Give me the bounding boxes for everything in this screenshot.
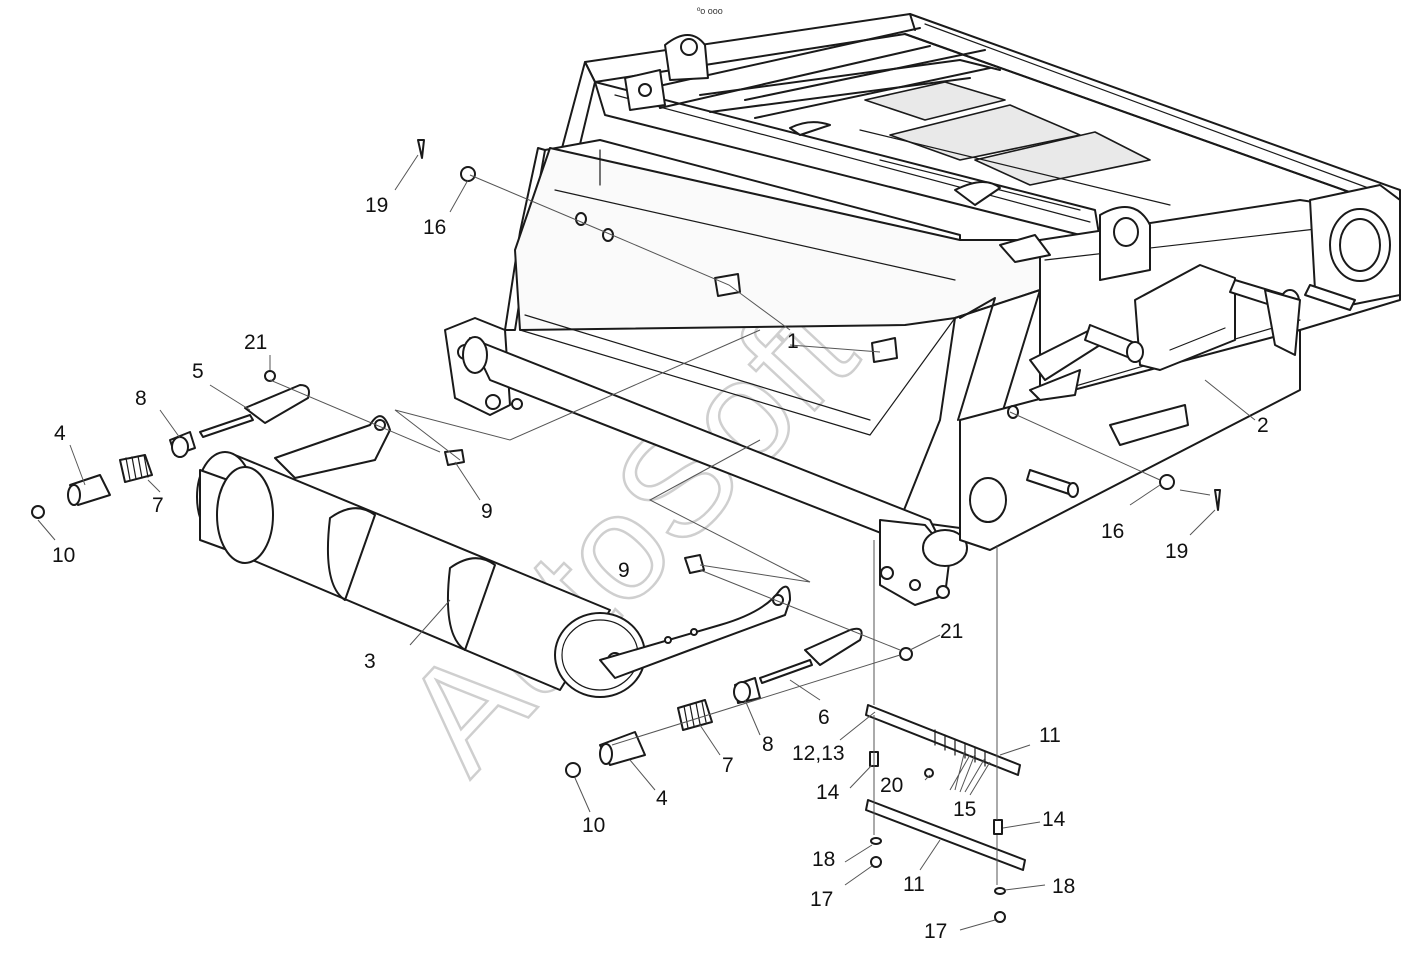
callout-17-right: 17 bbox=[924, 920, 947, 943]
callout-9-left: 9 bbox=[481, 500, 493, 523]
leader-lines bbox=[37, 154, 1256, 931]
callout-15: 15 bbox=[953, 798, 976, 821]
main-frame bbox=[444, 13, 1401, 606]
roller-arms bbox=[274, 415, 791, 679]
callout-20: 20 bbox=[880, 774, 903, 797]
callout-8-right: 8 bbox=[762, 733, 774, 756]
callout-16-left: 16 bbox=[423, 216, 446, 239]
callout-16-right: 16 bbox=[1101, 520, 1124, 543]
callout-8-left: 8 bbox=[135, 387, 147, 410]
callout-18-right: 18 bbox=[1052, 875, 1075, 898]
callout-5: 5 bbox=[192, 360, 204, 383]
callout-19-right: 19 bbox=[1165, 540, 1188, 563]
callout-11-bottom: 11 bbox=[903, 873, 925, 896]
callout-21-left: 21 bbox=[244, 331, 267, 354]
top-left-fasteners bbox=[417, 139, 1221, 511]
spring-assembly-right bbox=[565, 554, 913, 778]
callout-6: 6 bbox=[818, 706, 830, 729]
top-marker: ºo ooo bbox=[697, 6, 723, 16]
callout-14-right: 14 bbox=[1042, 808, 1066, 831]
callout-21-right: 21 bbox=[940, 620, 963, 643]
callout-4-right: 4 bbox=[656, 787, 668, 810]
callout-1: 1 bbox=[787, 330, 799, 353]
callout-2: 2 bbox=[1257, 414, 1269, 437]
callout-14-left: 14 bbox=[816, 781, 840, 804]
callout-19-left: 19 bbox=[365, 194, 388, 217]
callout-18-left: 18 bbox=[812, 848, 835, 871]
callout-7-left: 7 bbox=[152, 494, 164, 517]
callout-11-top: 11 bbox=[1039, 724, 1061, 747]
callout-4-left: 4 bbox=[54, 422, 66, 445]
callout-10-right: 10 bbox=[582, 814, 605, 837]
callout-7-right: 7 bbox=[722, 754, 734, 777]
scraper-assembly bbox=[865, 540, 1026, 923]
callout-9-right: 9 bbox=[618, 559, 630, 582]
spring-assembly-left bbox=[31, 370, 465, 519]
callout-12-13: 12,13 bbox=[792, 742, 845, 765]
callout-3: 3 bbox=[364, 650, 376, 673]
callout-10-left: 10 bbox=[52, 544, 75, 567]
callout-labels: 1 2 3 4 4 5 6 7 7 8 8 9 9 10 10 11 11 12… bbox=[52, 194, 1269, 943]
callout-17-left: 17 bbox=[810, 888, 833, 911]
